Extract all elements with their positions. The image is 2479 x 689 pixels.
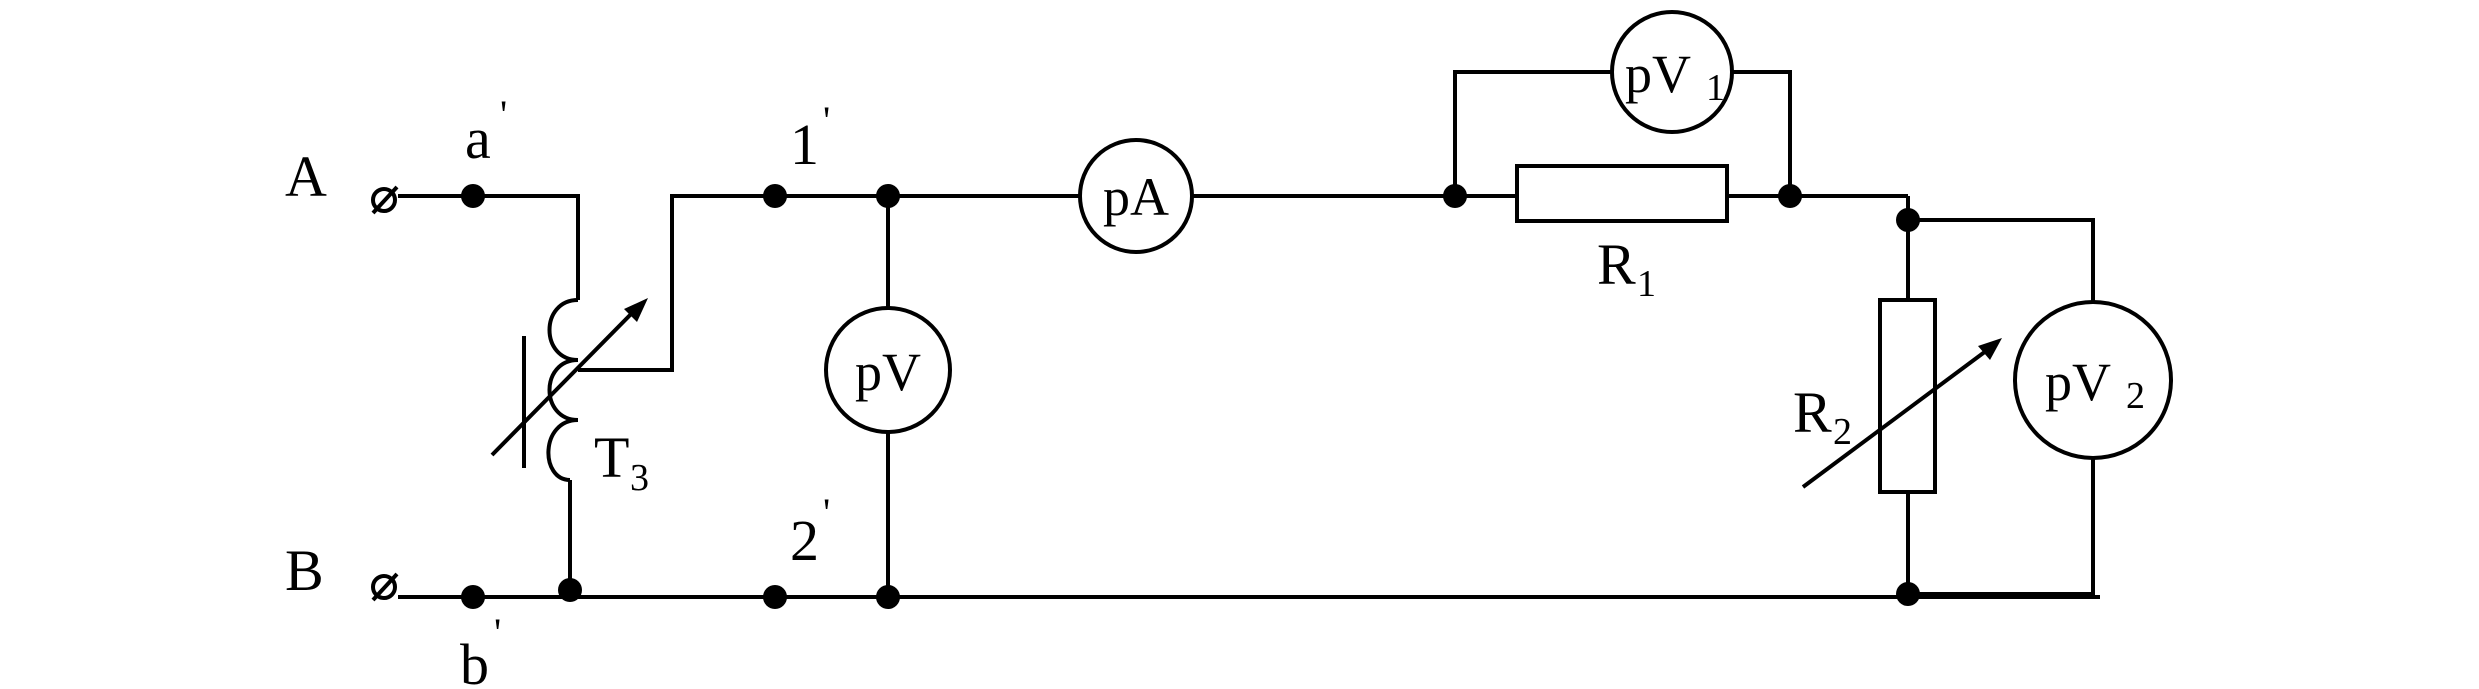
node-a-prime: ': [500, 92, 507, 137]
junction-r1-left: [1443, 184, 1467, 208]
junction-dots: [461, 184, 1920, 609]
node-2-label: 2: [790, 508, 819, 573]
voltmeter-pv-label: pV: [855, 342, 921, 402]
resistor-r2-adjust-arrow: [1801, 346, 1992, 489]
transformer-t3-label: T: [594, 425, 629, 490]
node-b-label: b: [460, 632, 489, 689]
autotransformer-adjust-arrow: [490, 308, 637, 457]
terminal-symbols: [371, 185, 399, 602]
junction-1: [763, 184, 787, 208]
junction-a: [461, 184, 485, 208]
node-1-label: 1: [790, 112, 819, 177]
autotransformer-arrow-head: [624, 298, 648, 322]
node-b-prime: ': [494, 610, 501, 655]
node-a-label: a: [465, 106, 491, 171]
resistor-r2-label: R: [1793, 380, 1832, 445]
junction-r1-right: [1778, 184, 1802, 208]
ammeter-pa-label: pA: [1103, 167, 1169, 227]
junction-pv-bottom: [876, 585, 900, 609]
voltmeter-pv1: pV 1: [1610, 10, 1734, 134]
junction-pv-top: [876, 184, 900, 208]
autotransformer: [490, 298, 648, 482]
labels: A B a ' b ' 1 ' 2 ' T 3 R 1 R 2: [285, 92, 1852, 689]
resistor-r1-index: 1: [1637, 263, 1656, 305]
wire-pv2-bottom: [1908, 458, 2095, 596]
voltmeter-pv2: pV 2: [2013, 300, 2173, 460]
voltmeter-pv1-label: pV: [1625, 44, 1691, 104]
resistor-r1-label: R: [1597, 232, 1636, 297]
wire-pv1-loop: [1453, 70, 1792, 196]
autotransformer-coil: [546, 298, 579, 482]
voltmeter-pv2-index: 2: [2126, 375, 2145, 417]
terminal-b-label: B: [285, 538, 324, 603]
junction-b: [461, 585, 485, 609]
ammeter-pa: pA: [1078, 138, 1194, 254]
junction-transformer-bottom: [558, 578, 582, 602]
voltmeter-pv1-index: 1: [1706, 67, 1725, 109]
junction-r2-bottom: [1896, 582, 1920, 606]
voltmeter-pv2-label: pV: [2045, 352, 2111, 412]
junction-r2-top: [1896, 208, 1920, 232]
voltmeter-pv: pV: [824, 306, 952, 434]
transformer-t3-index: 3: [630, 457, 649, 499]
terminal-a-symbol: [371, 185, 399, 215]
node-1-prime: ': [823, 98, 830, 143]
resistor-r2-index: 2: [1833, 411, 1852, 453]
resistor-r2-arrow-head: [1978, 338, 2002, 360]
wires: [398, 70, 2100, 599]
wire-top-input: [398, 194, 580, 300]
resistor-r1: [1515, 164, 1729, 223]
terminal-a-label: A: [285, 144, 327, 209]
wire-wiper-output: [578, 194, 1080, 372]
node-2-prime: ': [823, 490, 830, 535]
terminal-b-symbol: [371, 572, 399, 602]
resistor-r2: [1801, 298, 2002, 494]
junction-2: [763, 585, 787, 609]
wire-r1-to-r2: [1906, 196, 2095, 302]
